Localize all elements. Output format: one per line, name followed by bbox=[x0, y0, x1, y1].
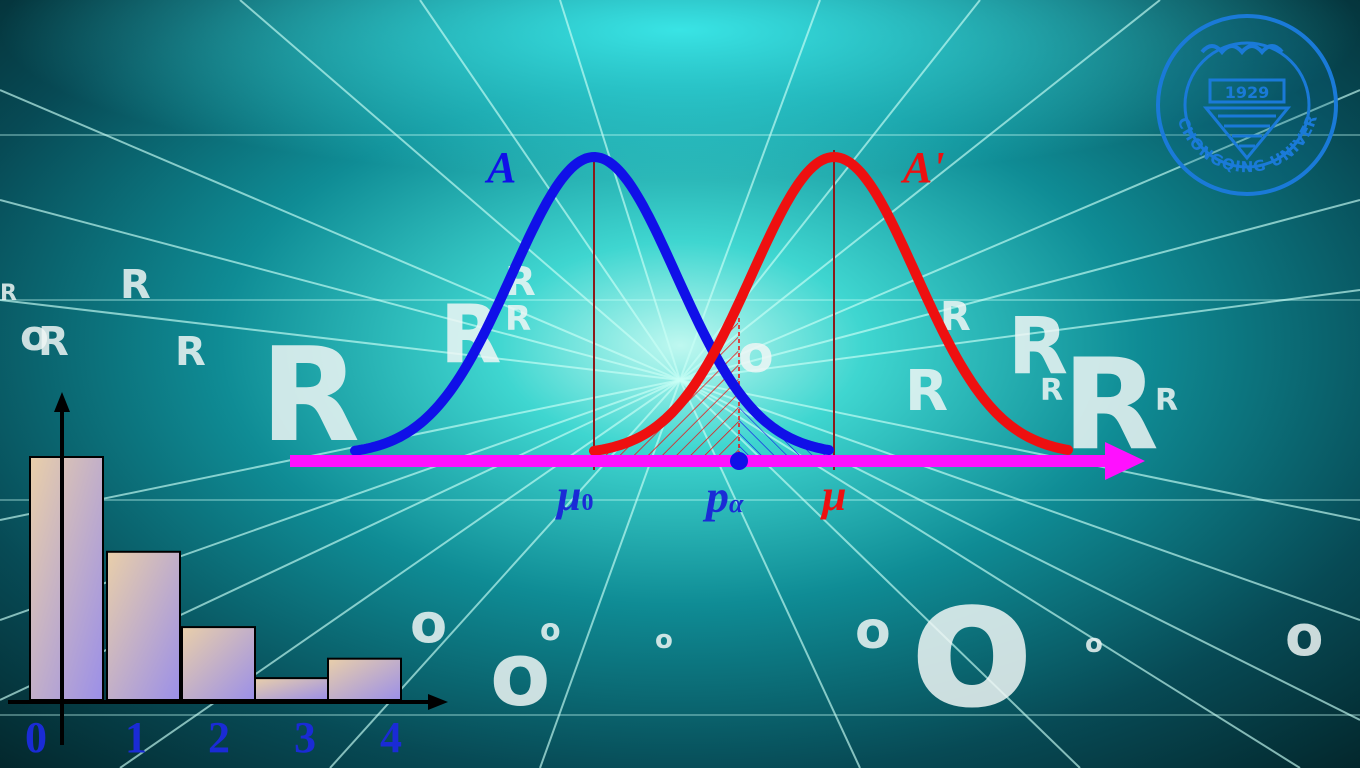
grid-line bbox=[0, 199, 681, 381]
background-top-glow bbox=[0, 0, 1360, 300]
background-letter: R bbox=[260, 319, 360, 471]
background-letter: R bbox=[1008, 302, 1068, 392]
distribution-curve-a-prime bbox=[589, 151, 1073, 456]
grid-line bbox=[679, 89, 1360, 381]
background-letter: o bbox=[738, 325, 774, 385]
background-letter: R bbox=[0, 281, 17, 306]
background-letter: R bbox=[120, 262, 151, 308]
background-letter: o bbox=[20, 311, 49, 360]
grid-line bbox=[0, 299, 681, 381]
grid-line bbox=[679, 379, 1360, 521]
background-letter: o bbox=[910, 539, 1034, 748]
mu0-symbol: μ bbox=[557, 471, 582, 520]
histogram-bar-4 bbox=[327, 657, 402, 702]
grid-line bbox=[679, 289, 1360, 381]
curve-a-prime-label: A' bbox=[903, 143, 945, 192]
mu0-label: μ0 bbox=[557, 470, 593, 521]
background-letter: o bbox=[410, 592, 447, 655]
hist-tick-1: 1 bbox=[125, 713, 147, 762]
alpha-subscript: α bbox=[729, 489, 744, 518]
background-letter: o bbox=[490, 623, 550, 726]
background-letter: R bbox=[38, 319, 69, 365]
hist-tick-2: 2 bbox=[208, 713, 230, 762]
hist-tick-4: 4 bbox=[380, 713, 402, 762]
background-letter: R bbox=[1040, 373, 1063, 408]
grid-line bbox=[679, 0, 821, 381]
background-letter: o bbox=[540, 613, 561, 648]
hist-tick-0: 0 bbox=[25, 713, 47, 762]
type2-error-region bbox=[739, 392, 830, 458]
histogram-bar-3 bbox=[254, 677, 329, 702]
axis-arrowhead bbox=[1105, 442, 1145, 480]
background-letter: R bbox=[905, 359, 948, 424]
background-letter: o bbox=[1285, 604, 1323, 669]
svg-text:1929: 1929 bbox=[1225, 83, 1270, 102]
background-letter: R bbox=[175, 329, 206, 375]
hist-tick-3: 3 bbox=[294, 713, 316, 762]
type1-error-region bbox=[600, 304, 739, 458]
distribution-curve-a bbox=[350, 151, 834, 456]
histogram-bar-2 bbox=[181, 626, 256, 701]
grid-line bbox=[559, 0, 681, 381]
histogram-x-arrowhead bbox=[428, 694, 448, 710]
background-letter: R bbox=[1155, 383, 1178, 418]
mu-label: μ bbox=[822, 471, 847, 520]
grid-line bbox=[679, 199, 1360, 381]
background-letter: o bbox=[1085, 629, 1103, 659]
histogram-bar-1 bbox=[106, 550, 181, 702]
p-alpha-point bbox=[730, 452, 748, 470]
background-letter: R bbox=[505, 299, 531, 339]
grid-line bbox=[239, 0, 681, 381]
p-symbol: p bbox=[706, 471, 729, 522]
p-alpha-label: pα bbox=[706, 470, 743, 523]
mu0-subscript: 0 bbox=[581, 490, 594, 516]
grid-line bbox=[679, 0, 1161, 381]
histogram-bar-0 bbox=[29, 456, 104, 701]
grid-line bbox=[0, 379, 681, 521]
background-letter: o bbox=[655, 625, 673, 655]
curve-a-label: A bbox=[487, 143, 517, 192]
grid-line bbox=[679, 379, 1360, 621]
background-letter: o bbox=[855, 601, 891, 661]
histogram bbox=[29, 456, 402, 702]
hatched-overlap-region bbox=[600, 304, 830, 458]
university-seal: CHONGQING UNIVERSITY 1929 bbox=[1154, 12, 1338, 196]
histogram-y-arrowhead bbox=[54, 392, 70, 412]
grid-line bbox=[0, 89, 681, 381]
